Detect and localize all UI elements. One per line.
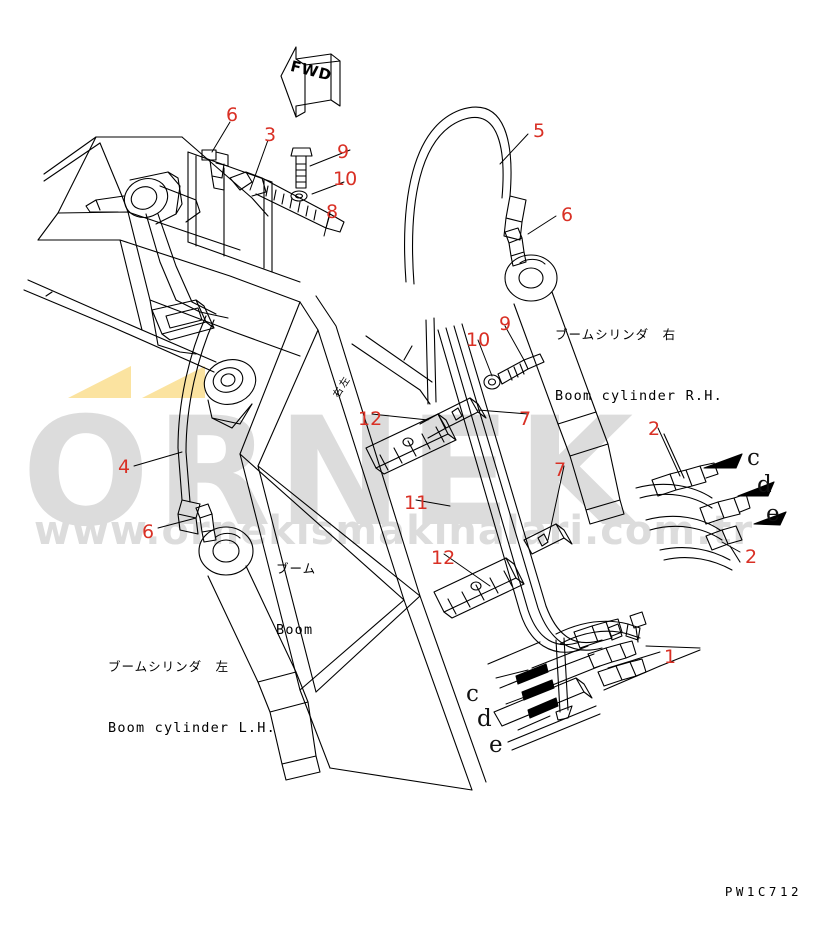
hose-fitting-6b <box>504 227 527 267</box>
chevron-marks-icon <box>68 366 205 398</box>
hydraulic-hose-4 <box>177 315 215 535</box>
callout-10: 10 <box>466 329 491 351</box>
right-hose-group-2 <box>635 433 787 571</box>
label-boom: ブーム Boom <box>276 518 316 683</box>
label-boom-cylinder-rh-en: Boom cylinder R.H. <box>555 388 723 405</box>
drum-element <box>203 359 257 429</box>
callout-7: 7 <box>554 459 567 481</box>
letter-marker-e: e <box>766 501 780 527</box>
url-watermark: www.ornekismakinalari.com.tr <box>34 508 754 554</box>
label-boom-cylinder-lh: ブームシリンダ 左 Boom cylinder L.H. <box>108 616 276 781</box>
clamp-12b <box>433 557 525 619</box>
clamp-bracket-7a <box>419 397 487 439</box>
machine-frame <box>23 136 301 373</box>
label-boom-cylinder-rh-jp: ブームシリンダ 右 <box>555 327 677 343</box>
clamp-bracket-7b <box>523 523 573 555</box>
callout-1: 1 <box>664 646 677 668</box>
hose-fitting-cluster-mid <box>699 493 751 525</box>
callout-11: 11 <box>404 492 429 514</box>
callout-3: 3 <box>264 124 277 146</box>
bolt-9b <box>497 353 545 385</box>
brand-watermark: ORNEK <box>22 386 640 560</box>
label-boom-cylinder-rh: ブームシリンダ 右 Boom cylinder R.H. <box>555 284 723 449</box>
letter-marker-c: c <box>747 445 760 471</box>
letter-marker-e: e <box>489 732 503 758</box>
hydraulic-tube-pair <box>425 317 603 653</box>
hose-fitting-6c <box>195 503 217 543</box>
callout-7: 7 <box>519 408 532 430</box>
callout-10: 10 <box>333 168 358 190</box>
washer-10a <box>290 190 308 202</box>
callout-6: 6 <box>226 104 239 126</box>
swivel-joint-assembly <box>85 171 229 319</box>
label-boom-en: Boom <box>276 622 314 639</box>
clamp-12a <box>365 413 457 475</box>
letter-marker-d: d <box>757 472 772 498</box>
letter-leaders <box>495 669 551 731</box>
callout-8: 8 <box>326 201 339 223</box>
hose-fitting-cluster-lower <box>705 525 743 551</box>
callout-2: 2 <box>648 418 661 440</box>
part-number: PW1C712 <box>724 884 802 899</box>
callout-12: 12 <box>431 547 456 569</box>
small-fittings-bottom <box>607 611 647 643</box>
washer-10b <box>483 374 501 390</box>
upper-bracket <box>187 151 301 283</box>
label-boom-jp: ブーム <box>276 561 317 577</box>
callout-6: 6 <box>142 521 155 543</box>
label-boom-cylinder-lh-en: Boom cylinder L.H. <box>108 720 276 737</box>
callout-4: 4 <box>118 456 131 478</box>
callout-12: 12 <box>358 408 383 430</box>
boom-cylinder-rh-drawing <box>504 254 625 525</box>
callout-9: 9 <box>337 141 350 163</box>
callout-2: 2 <box>745 546 758 568</box>
hydraulic-hose-5 <box>404 106 527 285</box>
callout-6: 6 <box>561 204 574 226</box>
callout-9: 9 <box>499 313 512 335</box>
leader-lines <box>133 121 741 669</box>
hose-fitting-6a <box>201 149 229 191</box>
letter-marker-c: c <box>466 681 479 707</box>
boom-cylinder-lh-drawing <box>198 526 321 781</box>
callout-5: 5 <box>533 120 546 142</box>
fwd-marker-icon <box>280 46 341 118</box>
manifold-block-1 <box>487 618 701 751</box>
letter-marker-d: d <box>477 706 492 732</box>
boom-structure <box>239 295 487 791</box>
label-boom-cylinder-lh-jp: ブームシリンダ 左 <box>108 659 230 675</box>
bolt-9a <box>290 147 313 189</box>
arrow-indicators <box>703 453 787 526</box>
